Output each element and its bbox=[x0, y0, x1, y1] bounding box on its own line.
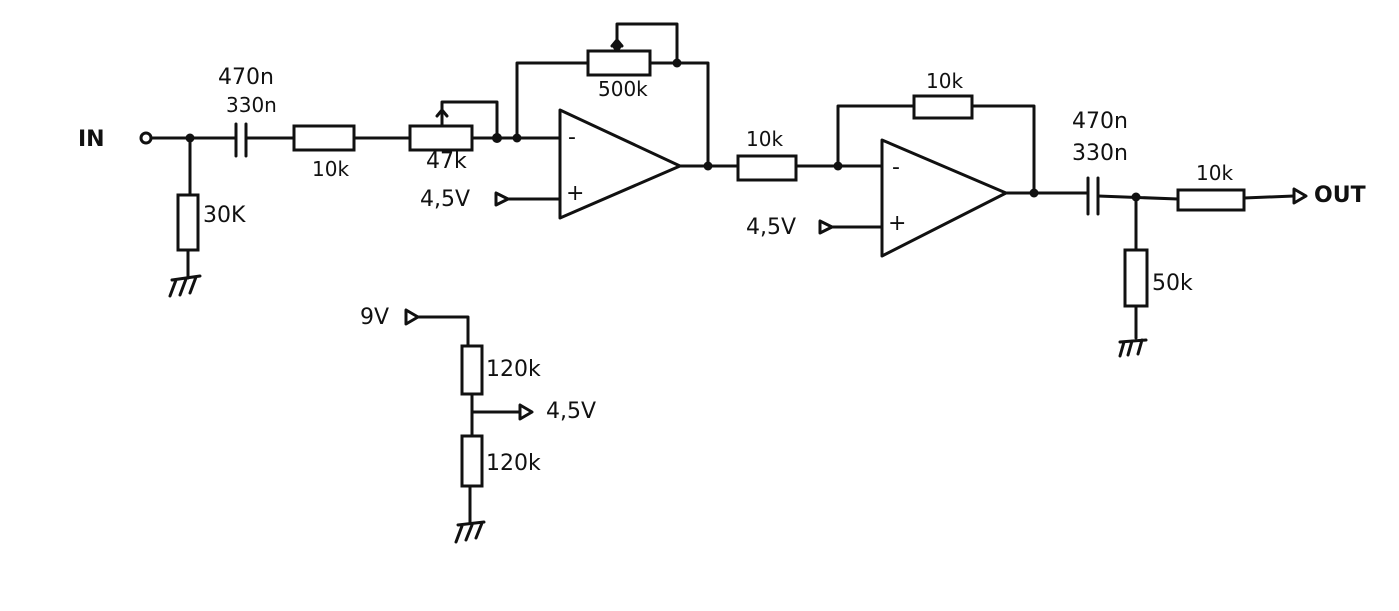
resistor-output-series: 10k bbox=[1176, 161, 1296, 212]
ground-symbol-input bbox=[168, 274, 202, 298]
ground-symbol-divider bbox=[454, 520, 486, 544]
opamp-2-minus: - bbox=[892, 155, 900, 180]
output-label: OUT bbox=[1314, 183, 1366, 208]
resistor-stage2-input: 10k bbox=[736, 127, 884, 182]
resistor-output-series-label: 10k bbox=[1196, 161, 1233, 185]
divider-output-terminal: 4,5V bbox=[470, 399, 596, 424]
output-terminal: OUT bbox=[1292, 183, 1366, 208]
opamp-2-plus: + bbox=[888, 211, 906, 236]
divider-output-label: 4,5V bbox=[546, 399, 596, 424]
potentiometer-feedback-label: 500k bbox=[598, 77, 648, 101]
capacitor-output-value-top: 470n bbox=[1072, 109, 1128, 134]
resistor-divider-top-label: 120k bbox=[486, 357, 541, 382]
resistor-output-shunt-label: 50k bbox=[1152, 271, 1193, 296]
capacitor-input-value-bottom: 330n bbox=[226, 93, 277, 117]
potentiometer-input: 47k bbox=[408, 100, 522, 174]
resistor-input-shunt: 30K bbox=[176, 136, 246, 280]
opamp-1-minus: - bbox=[568, 125, 576, 150]
resistor-input-series: 10k bbox=[292, 124, 412, 181]
feedback-opamp-1: 500k bbox=[515, 22, 710, 168]
junction-dot bbox=[703, 161, 713, 171]
resistor-output-shunt: 50k bbox=[1123, 195, 1193, 340]
bias-opamp-2-label: 4,5V bbox=[746, 215, 796, 240]
capacitor-output-value-bottom: 330n bbox=[1072, 141, 1128, 166]
bias-input-opamp-1: 4,5V bbox=[420, 187, 562, 212]
resistor-input-shunt-label: 30K bbox=[203, 203, 246, 228]
junction-dot bbox=[492, 133, 502, 143]
capacitor-input: 470n 330n bbox=[218, 65, 296, 158]
resistor-divider-bottom-label: 120k bbox=[486, 451, 541, 476]
junction-dot bbox=[1029, 188, 1039, 198]
resistor-divider-top: 120k bbox=[460, 344, 541, 438]
feedback-opamp-2: 10k bbox=[836, 69, 1036, 195]
supply-label: 9V bbox=[360, 305, 389, 330]
input-terminal: IN bbox=[78, 127, 153, 152]
bias-input-opamp-2: 4,5V bbox=[746, 215, 884, 240]
opamp-1: - + bbox=[558, 108, 682, 220]
resistor-divider-bottom: 120k bbox=[460, 434, 541, 524]
opamp-1-plus: + bbox=[566, 181, 584, 206]
resistor-stage2-feedback-label: 10k bbox=[926, 69, 963, 93]
capacitor-input-value-top: 470n bbox=[218, 65, 274, 90]
bias-opamp-1-label: 4,5V bbox=[420, 187, 470, 212]
ground-symbol-output bbox=[1118, 338, 1148, 358]
supply-terminal: 9V bbox=[360, 305, 470, 348]
resistor-input-series-label: 10k bbox=[312, 157, 349, 181]
potentiometer-input-label: 47k bbox=[426, 149, 467, 174]
capacitor-output: 470n 330n bbox=[1072, 109, 1180, 216]
junction-dot bbox=[672, 58, 682, 68]
input-label: IN bbox=[78, 127, 105, 152]
opamp-2: - + bbox=[880, 138, 1008, 258]
resistor-stage2-input-label: 10k bbox=[746, 127, 783, 151]
junction-dot bbox=[612, 41, 622, 51]
